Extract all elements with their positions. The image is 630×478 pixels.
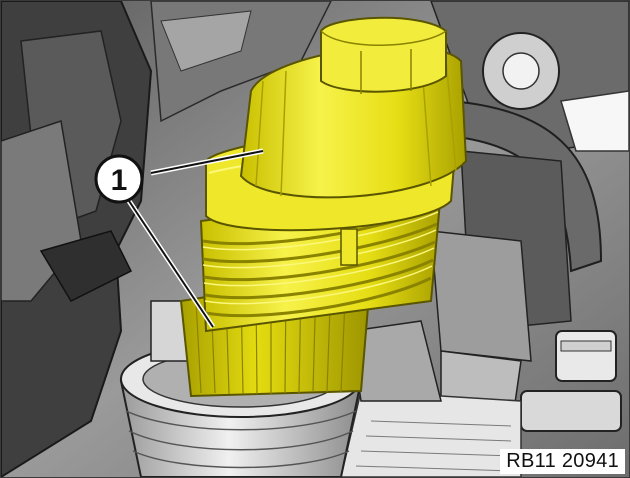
cap-hex-edge xyxy=(320,30,447,46)
right-lower-housing xyxy=(430,230,532,362)
cap-locking-tab xyxy=(340,228,358,266)
callout-circle-icon xyxy=(94,154,144,204)
connector-upper-detail xyxy=(560,340,612,352)
connector-upper xyxy=(555,330,617,382)
bottom-cover-ribs xyxy=(355,420,512,472)
cap-body-ribs xyxy=(255,52,457,197)
right-mount-hole xyxy=(502,52,540,90)
reference-code: RB11 20941 xyxy=(500,449,625,474)
cap-thread-highlights xyxy=(202,211,439,305)
bottom-cover xyxy=(340,390,522,477)
right-hose xyxy=(450,99,603,273)
left-clip xyxy=(39,230,133,302)
filter-housing-ribs xyxy=(125,410,357,469)
leader-line-2 xyxy=(128,200,214,328)
leader-line-1 xyxy=(150,150,264,174)
cap-hex-nut xyxy=(320,16,447,93)
upper-cover-rib xyxy=(160,10,252,72)
callout-number: 1 xyxy=(111,164,128,197)
connector-lower xyxy=(520,390,622,432)
right-bracket-light xyxy=(560,90,629,152)
